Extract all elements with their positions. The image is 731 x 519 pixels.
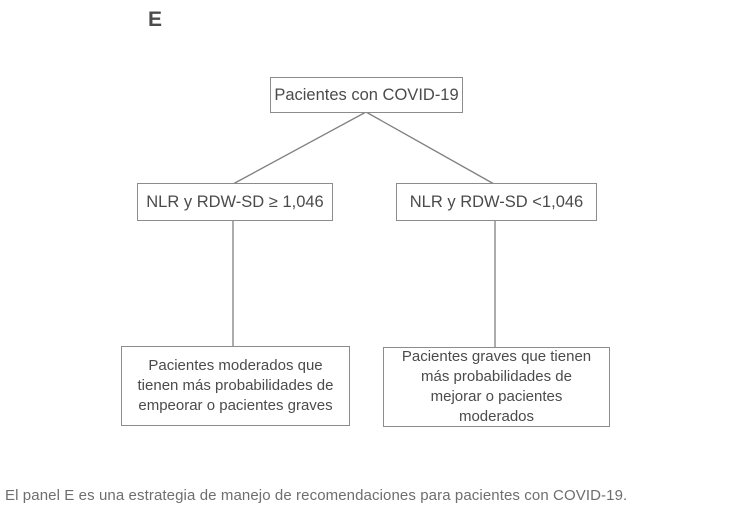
branch-node-nlr-rdwsd-high: NLR y RDW-SD ≥ 1,046 xyxy=(137,183,333,221)
branch-node-nlr-rdwsd-low: NLR y RDW-SD <1,046 xyxy=(396,183,597,221)
outcome-node-graves-mejorar: Pacientes graves que tienen más probabil… xyxy=(383,347,610,427)
panel-letter-label: E xyxy=(148,8,163,31)
connector-root-to-left xyxy=(232,111,367,185)
outcome-node-moderados-empeorar: Pacientes moderados que tienen más proba… xyxy=(121,346,350,426)
root-node-pacientes-covid19: Pacientes con COVID-19 xyxy=(270,77,463,113)
connector-root-to-right xyxy=(365,111,495,185)
figure-caption: El panel E es una estrategia de manejo d… xyxy=(5,487,628,504)
